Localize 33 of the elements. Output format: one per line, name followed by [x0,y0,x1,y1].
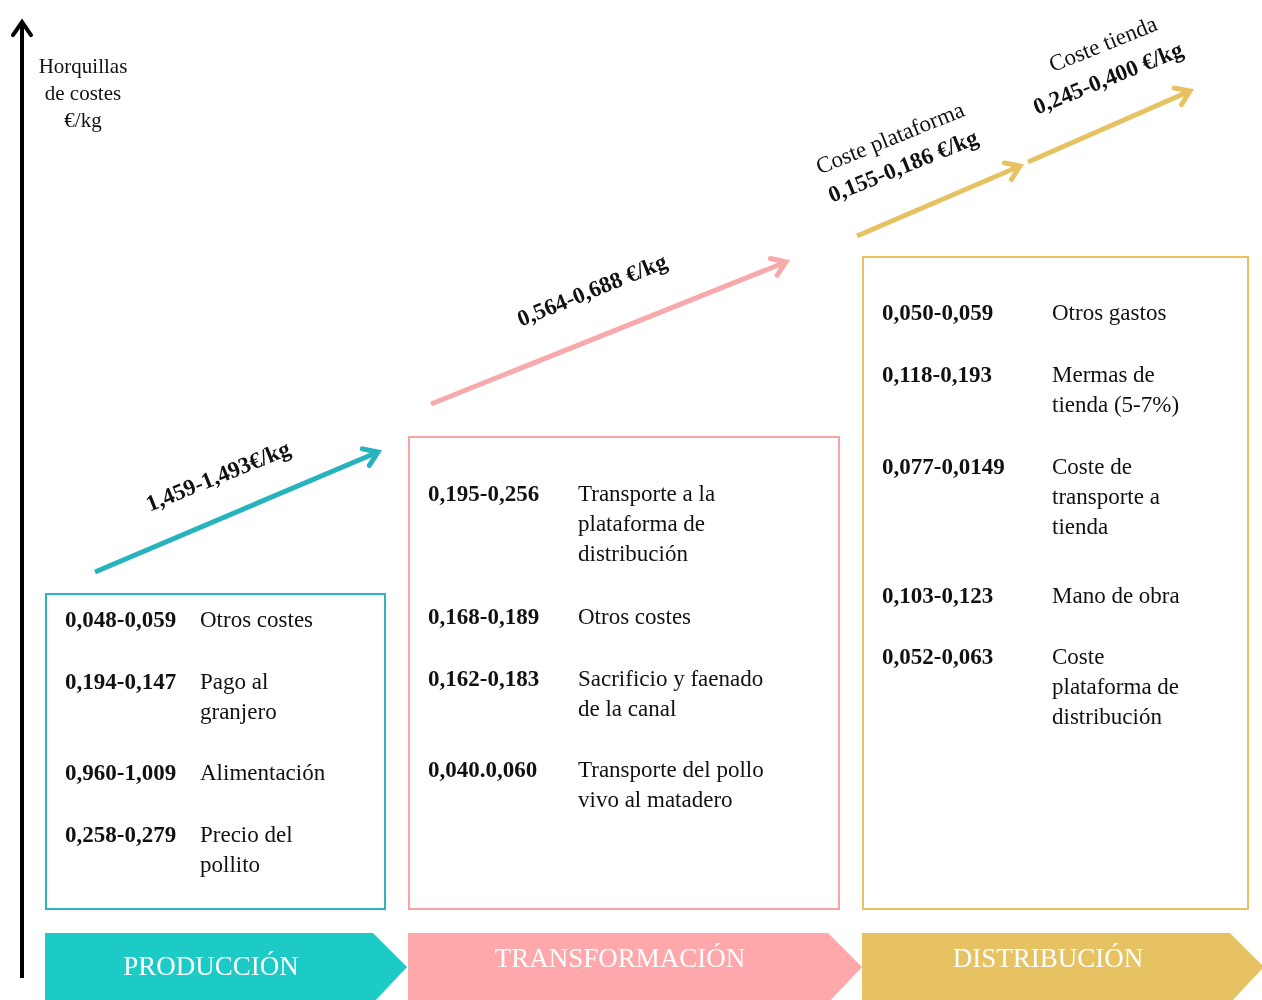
cost-range: 0,077-0,0149 [882,453,1005,481]
cost-range: 0,168-0,189 [428,603,540,631]
cost-item: Alimentación [200,759,327,787]
cost-item: Transporte del pollo vivo al matadero [578,756,765,814]
cost-range: 0,103-0,123 [882,582,994,610]
cost-range: 0,195-0,256 [428,480,540,508]
cost-range: 0,052-0,063 [882,643,994,671]
cost-item: Sacrificio y faenado de la canal [578,665,765,723]
cost-range: 0,118-0,193 [882,361,992,389]
cost-item: Coste plataforma de distribución [1052,643,1181,731]
stage-banner: PRODUCCIÓN [45,933,407,1000]
cost-box [862,256,1249,910]
cost-range: 0,050-0,059 [882,299,994,327]
cost-item: Transporte a la plataforma de distribución [578,480,717,568]
cost-range: 0,960-1,009 [65,759,177,787]
axis-label: Horquillas de costes €/kg [37,52,129,134]
cost-item: Coste de transporte a tienda [1052,453,1161,541]
cost-box [45,593,386,910]
cost-range: 0,258-0,279 [65,821,177,849]
cost-range: 0,194-0,147 [65,668,177,696]
cost-item: Otros gastos [1052,299,1168,327]
stage-banner: TRANSFORMACIÓN [408,933,862,1000]
cost-item: Otros costes [578,603,693,631]
cost-range: 0,040.0,060 [428,756,538,784]
stage-banner: DISTRIBUCIÓN [862,933,1262,1000]
cost-item: Mano de obra [1052,582,1181,610]
cost-item: Pago al granjero [200,668,278,726]
cost-item: Precio del pollito [200,821,294,879]
cost-item: Otros costes [200,606,315,634]
cost-item: Mermas de tienda (5-7%) [1052,361,1181,419]
cost-range: 0,162-0,183 [428,665,540,693]
cost-box [408,436,840,910]
cost-range: 0,048-0,059 [65,606,177,634]
